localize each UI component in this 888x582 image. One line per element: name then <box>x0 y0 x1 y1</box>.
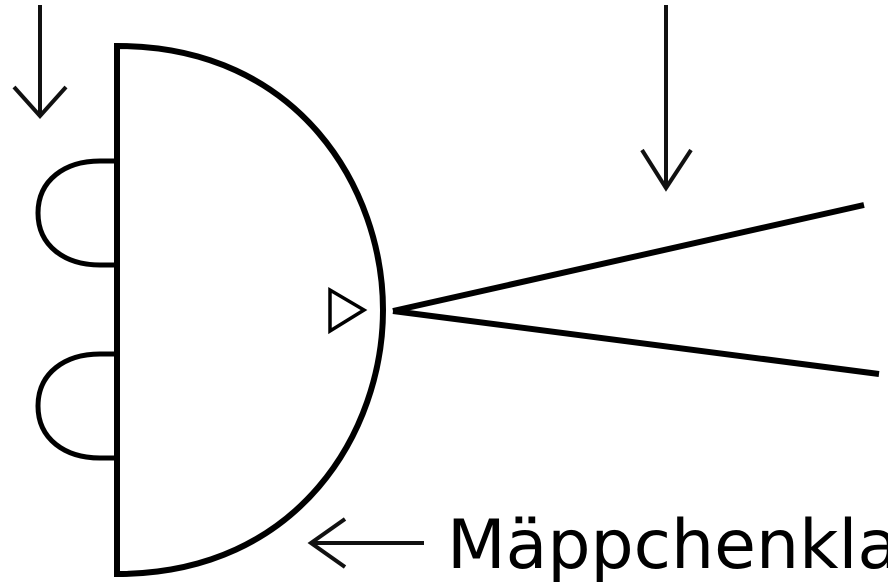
down-arrow-icon <box>12 5 68 119</box>
lower-tab <box>35 351 117 461</box>
wedge-lines <box>392 202 880 377</box>
left-arrow-icon <box>307 517 424 569</box>
down-arrow-icon <box>640 5 693 192</box>
caption-label: Mäppchenklap <box>447 506 888 582</box>
semicircle-body <box>114 42 387 578</box>
play-triangle-icon <box>328 286 368 335</box>
upper-tab <box>35 158 117 268</box>
